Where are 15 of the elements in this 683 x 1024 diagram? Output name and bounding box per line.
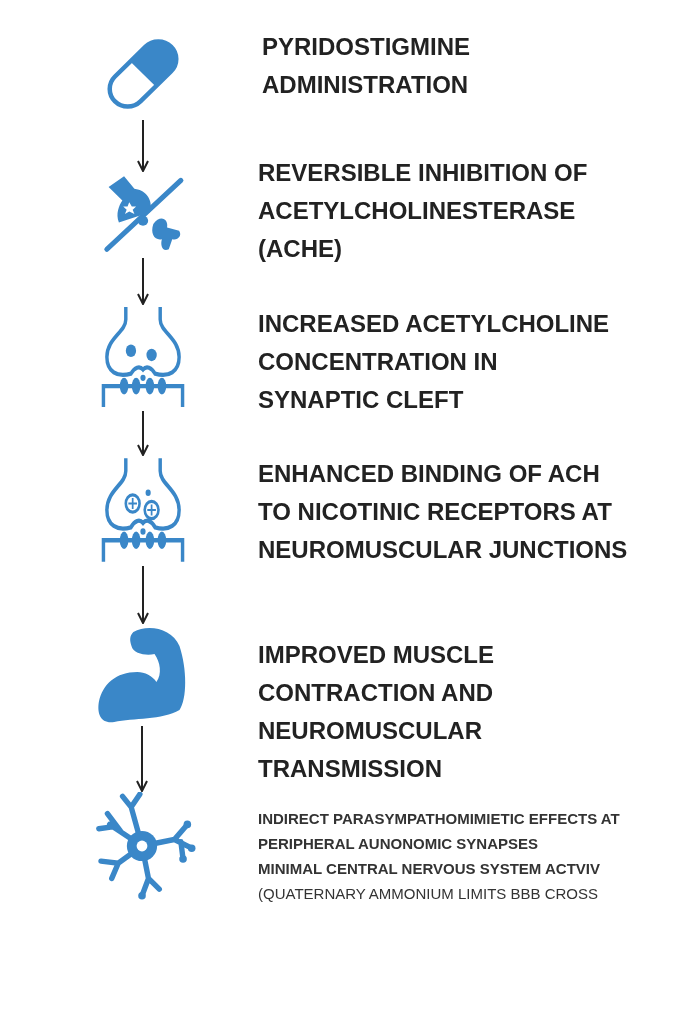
arrow	[137, 257, 149, 305]
synapse-icon	[100, 305, 186, 409]
arrow	[136, 725, 148, 792]
step-text: ENHANCED BINDING OF ACH TO NICOTINIC RECEPTORS AT NEUROMUSCULAR JUNCTIONS	[258, 459, 629, 565]
step-text: IMPROVED MUSCLE CONTRACTION AND NEUROMUSCULAR TRANSMISSION	[258, 640, 495, 784]
step-text: INCREASED ACETYLCHOLINE CONCENTRATION IN SYNAPTIC CLEFT	[258, 309, 611, 415]
step-text: MINIMAL CENTRAL NERVOUS SYSTEM ACTVIV	[258, 859, 601, 879]
step-text: (QUATERNARY AMMONIUM LIMITS BBB CROSS	[258, 884, 600, 904]
arrow	[137, 565, 149, 624]
synapse-icon	[100, 456, 186, 564]
arrow	[137, 119, 149, 172]
arrow	[137, 410, 149, 456]
step-text: REVERSIBLE INHIBITION OF ACETYLCHOLINESTERASE (ACHE)	[258, 158, 589, 264]
step-text: INDIRECT PARASYMPATHOMIMIETIC EFFECTS AT PERIPHERAL AUNONOMIC SYNAPSES	[258, 809, 621, 854]
step-text: PYRIDOSTIGMINE ADMINISTRATION	[262, 32, 472, 100]
